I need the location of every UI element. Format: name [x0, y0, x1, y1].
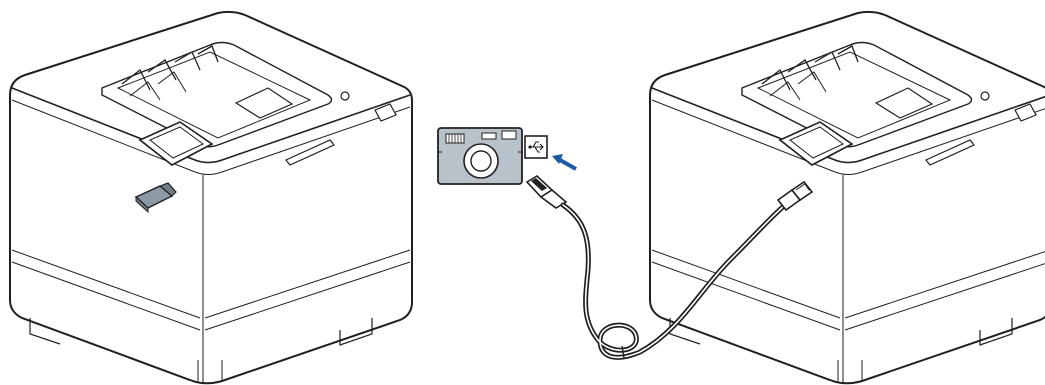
- usb-icon: [525, 136, 547, 158]
- printer-right: [650, 12, 1045, 383]
- camera-icon: [438, 128, 522, 184]
- printer-left: [10, 12, 412, 383]
- arrow-left-icon: [552, 154, 576, 169]
